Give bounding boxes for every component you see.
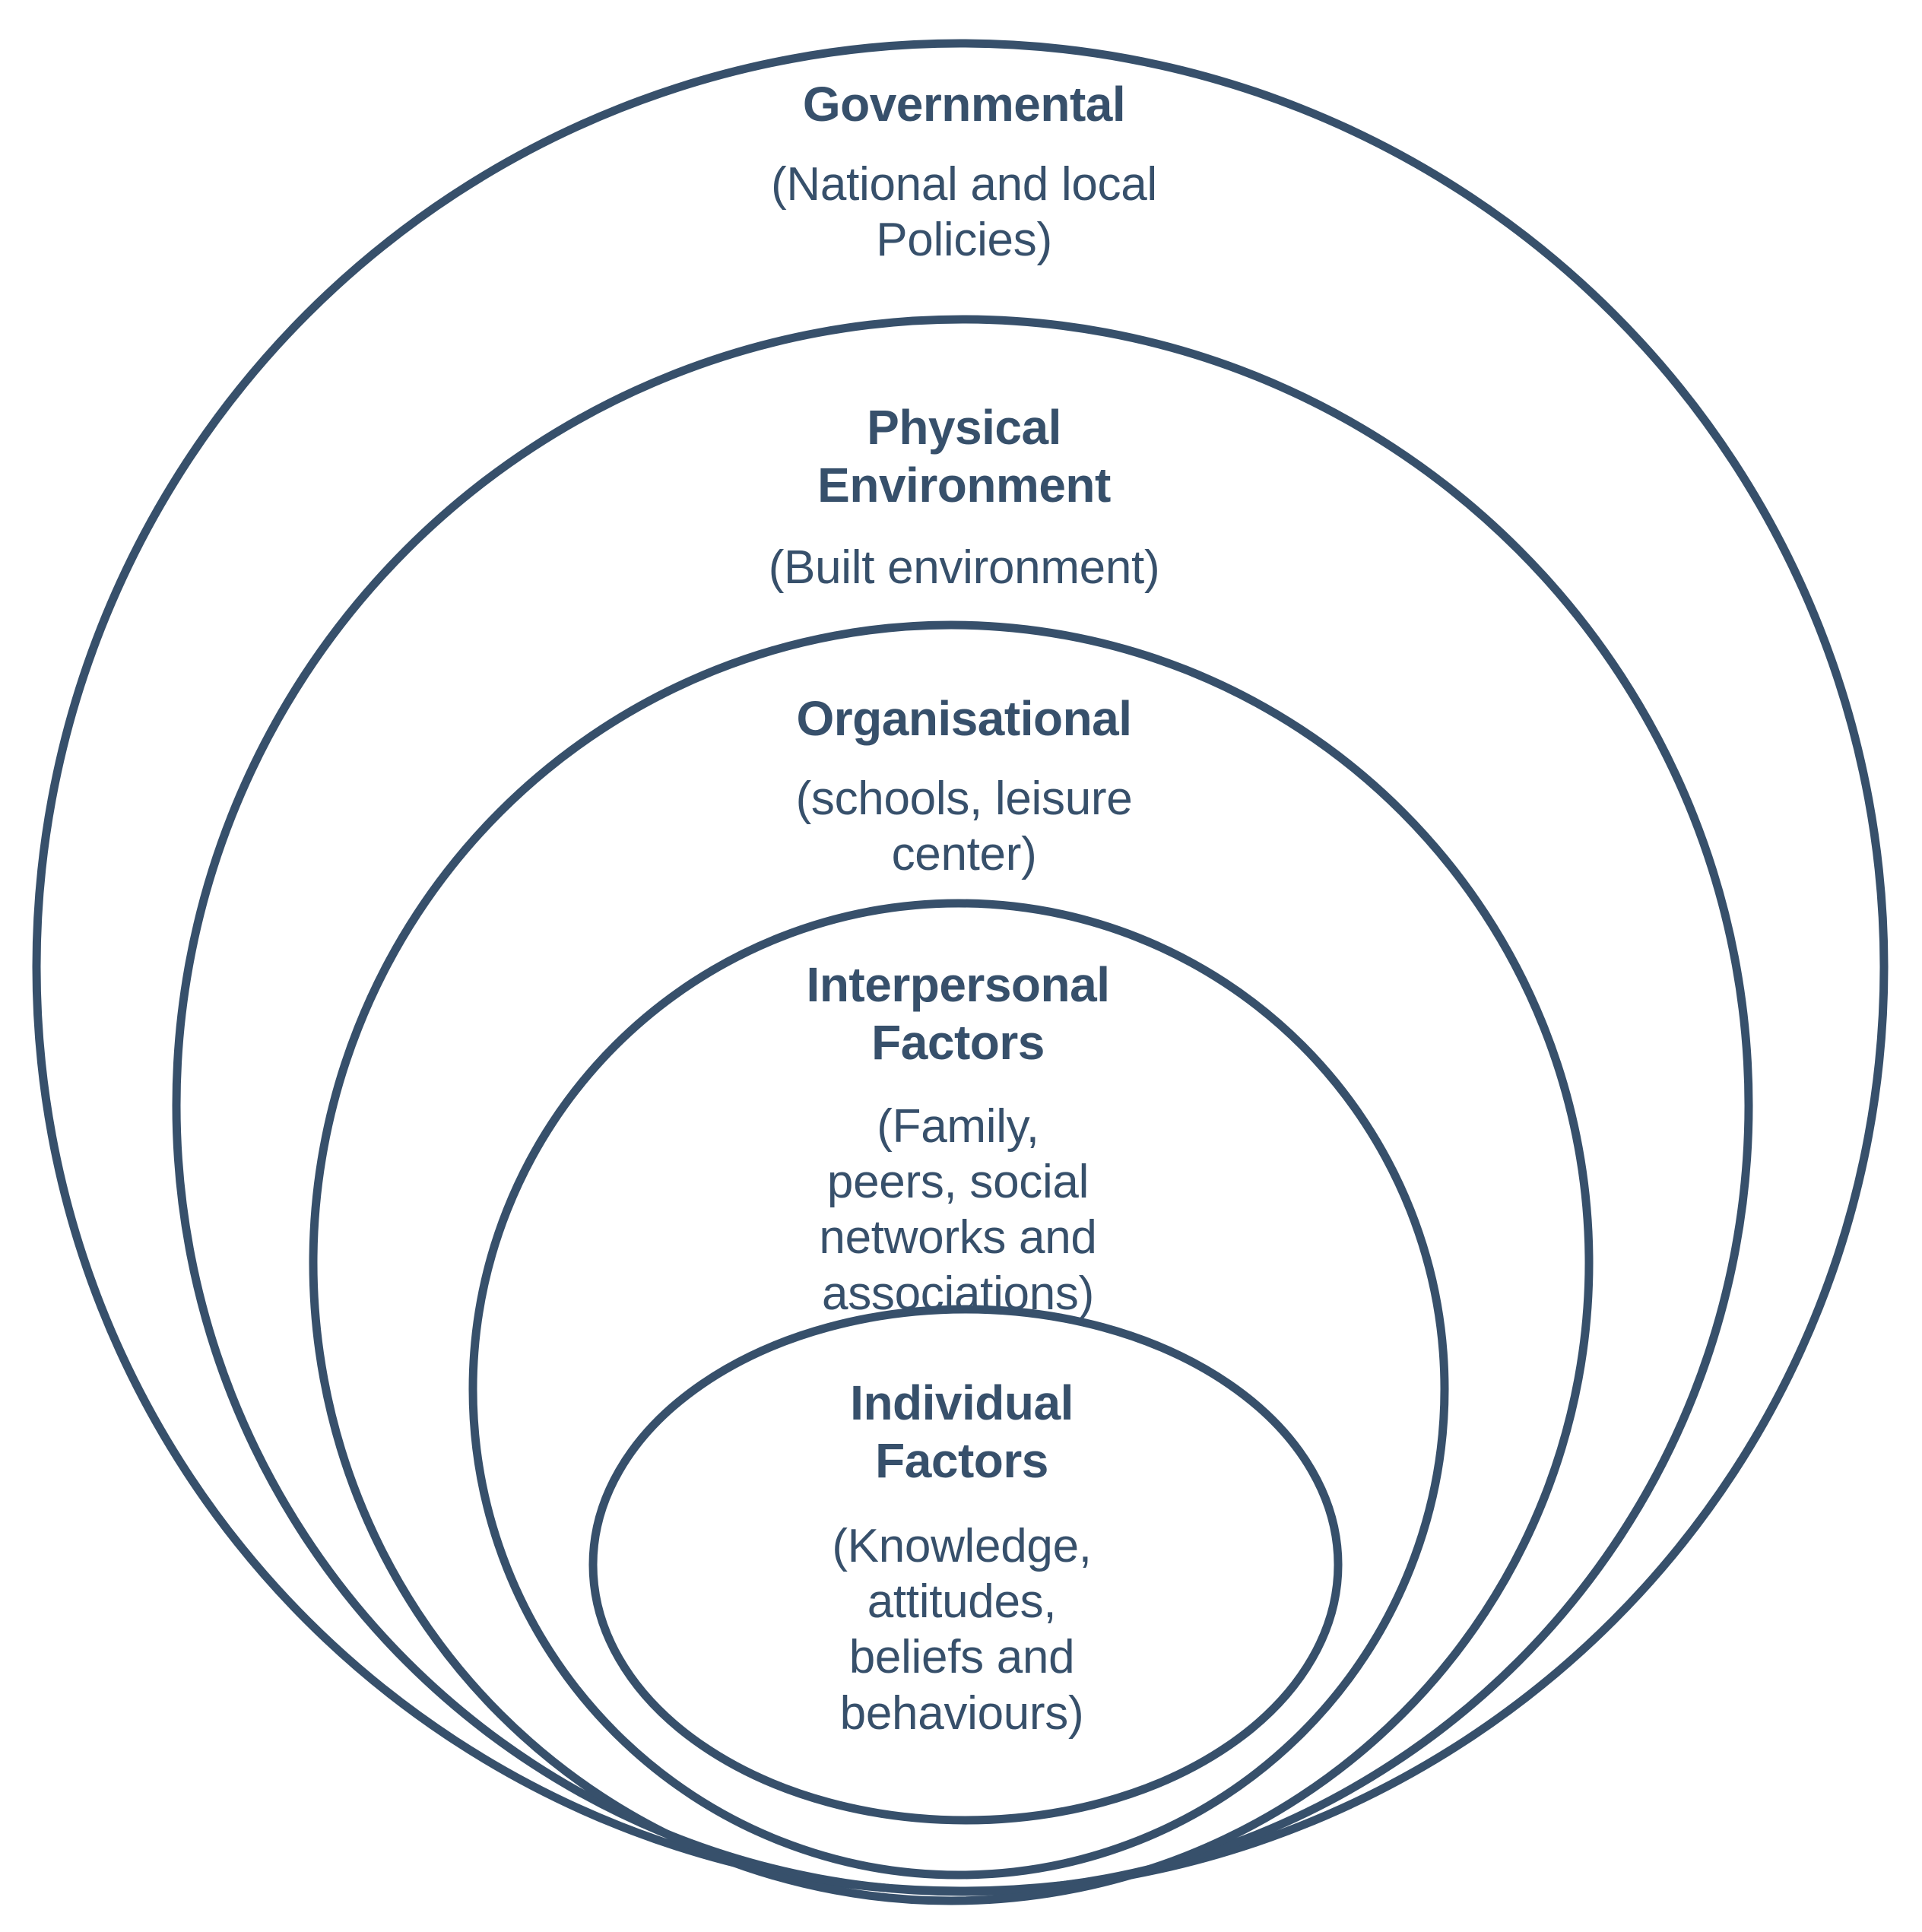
layer-subtitle-governmental: (National and local Policies) (771, 157, 1157, 266)
layer-label-physical-environment: Physical Environment (Built environment) (721, 399, 1207, 595)
layer-label-individual-factors: Individual Factors (Knowledge, attitudes… (775, 1375, 1148, 1741)
layer-subtitle-individual-factors: (Knowledge, attitudes, beliefs and behav… (832, 1520, 1092, 1740)
ring-interpersonal-factors (468, 899, 1449, 1880)
layer-title-interpersonal-factors: Interpersonal Factors (806, 957, 1110, 1070)
ring-physical-environment (172, 315, 1753, 1896)
layer-label-interpersonal-factors: Interpersonal Factors (Family, peers, so… (760, 956, 1156, 1321)
layer-label-governmental: Governmental (National and local Policie… (668, 76, 1261, 268)
layer-title-governmental: Governmental (802, 77, 1126, 132)
layer-title-individual-factors: Individual Factors (850, 1375, 1074, 1488)
layer-title-organisational: Organisational (796, 691, 1132, 746)
layer-subtitle-physical-environment: (Built environment) (768, 541, 1160, 595)
layer-subtitle-interpersonal-factors: (Family, peers, social networks and asso… (819, 1100, 1097, 1320)
layer-title-physical-environment: Physical Environment (817, 400, 1111, 512)
layer-subtitle-organisational: (schools, leisure center) (795, 772, 1133, 880)
ring-organisational (309, 620, 1594, 1905)
ring-individual-factors (588, 1305, 1343, 1825)
layer-label-organisational: Organisational (schools, leisure center) (728, 690, 1200, 882)
